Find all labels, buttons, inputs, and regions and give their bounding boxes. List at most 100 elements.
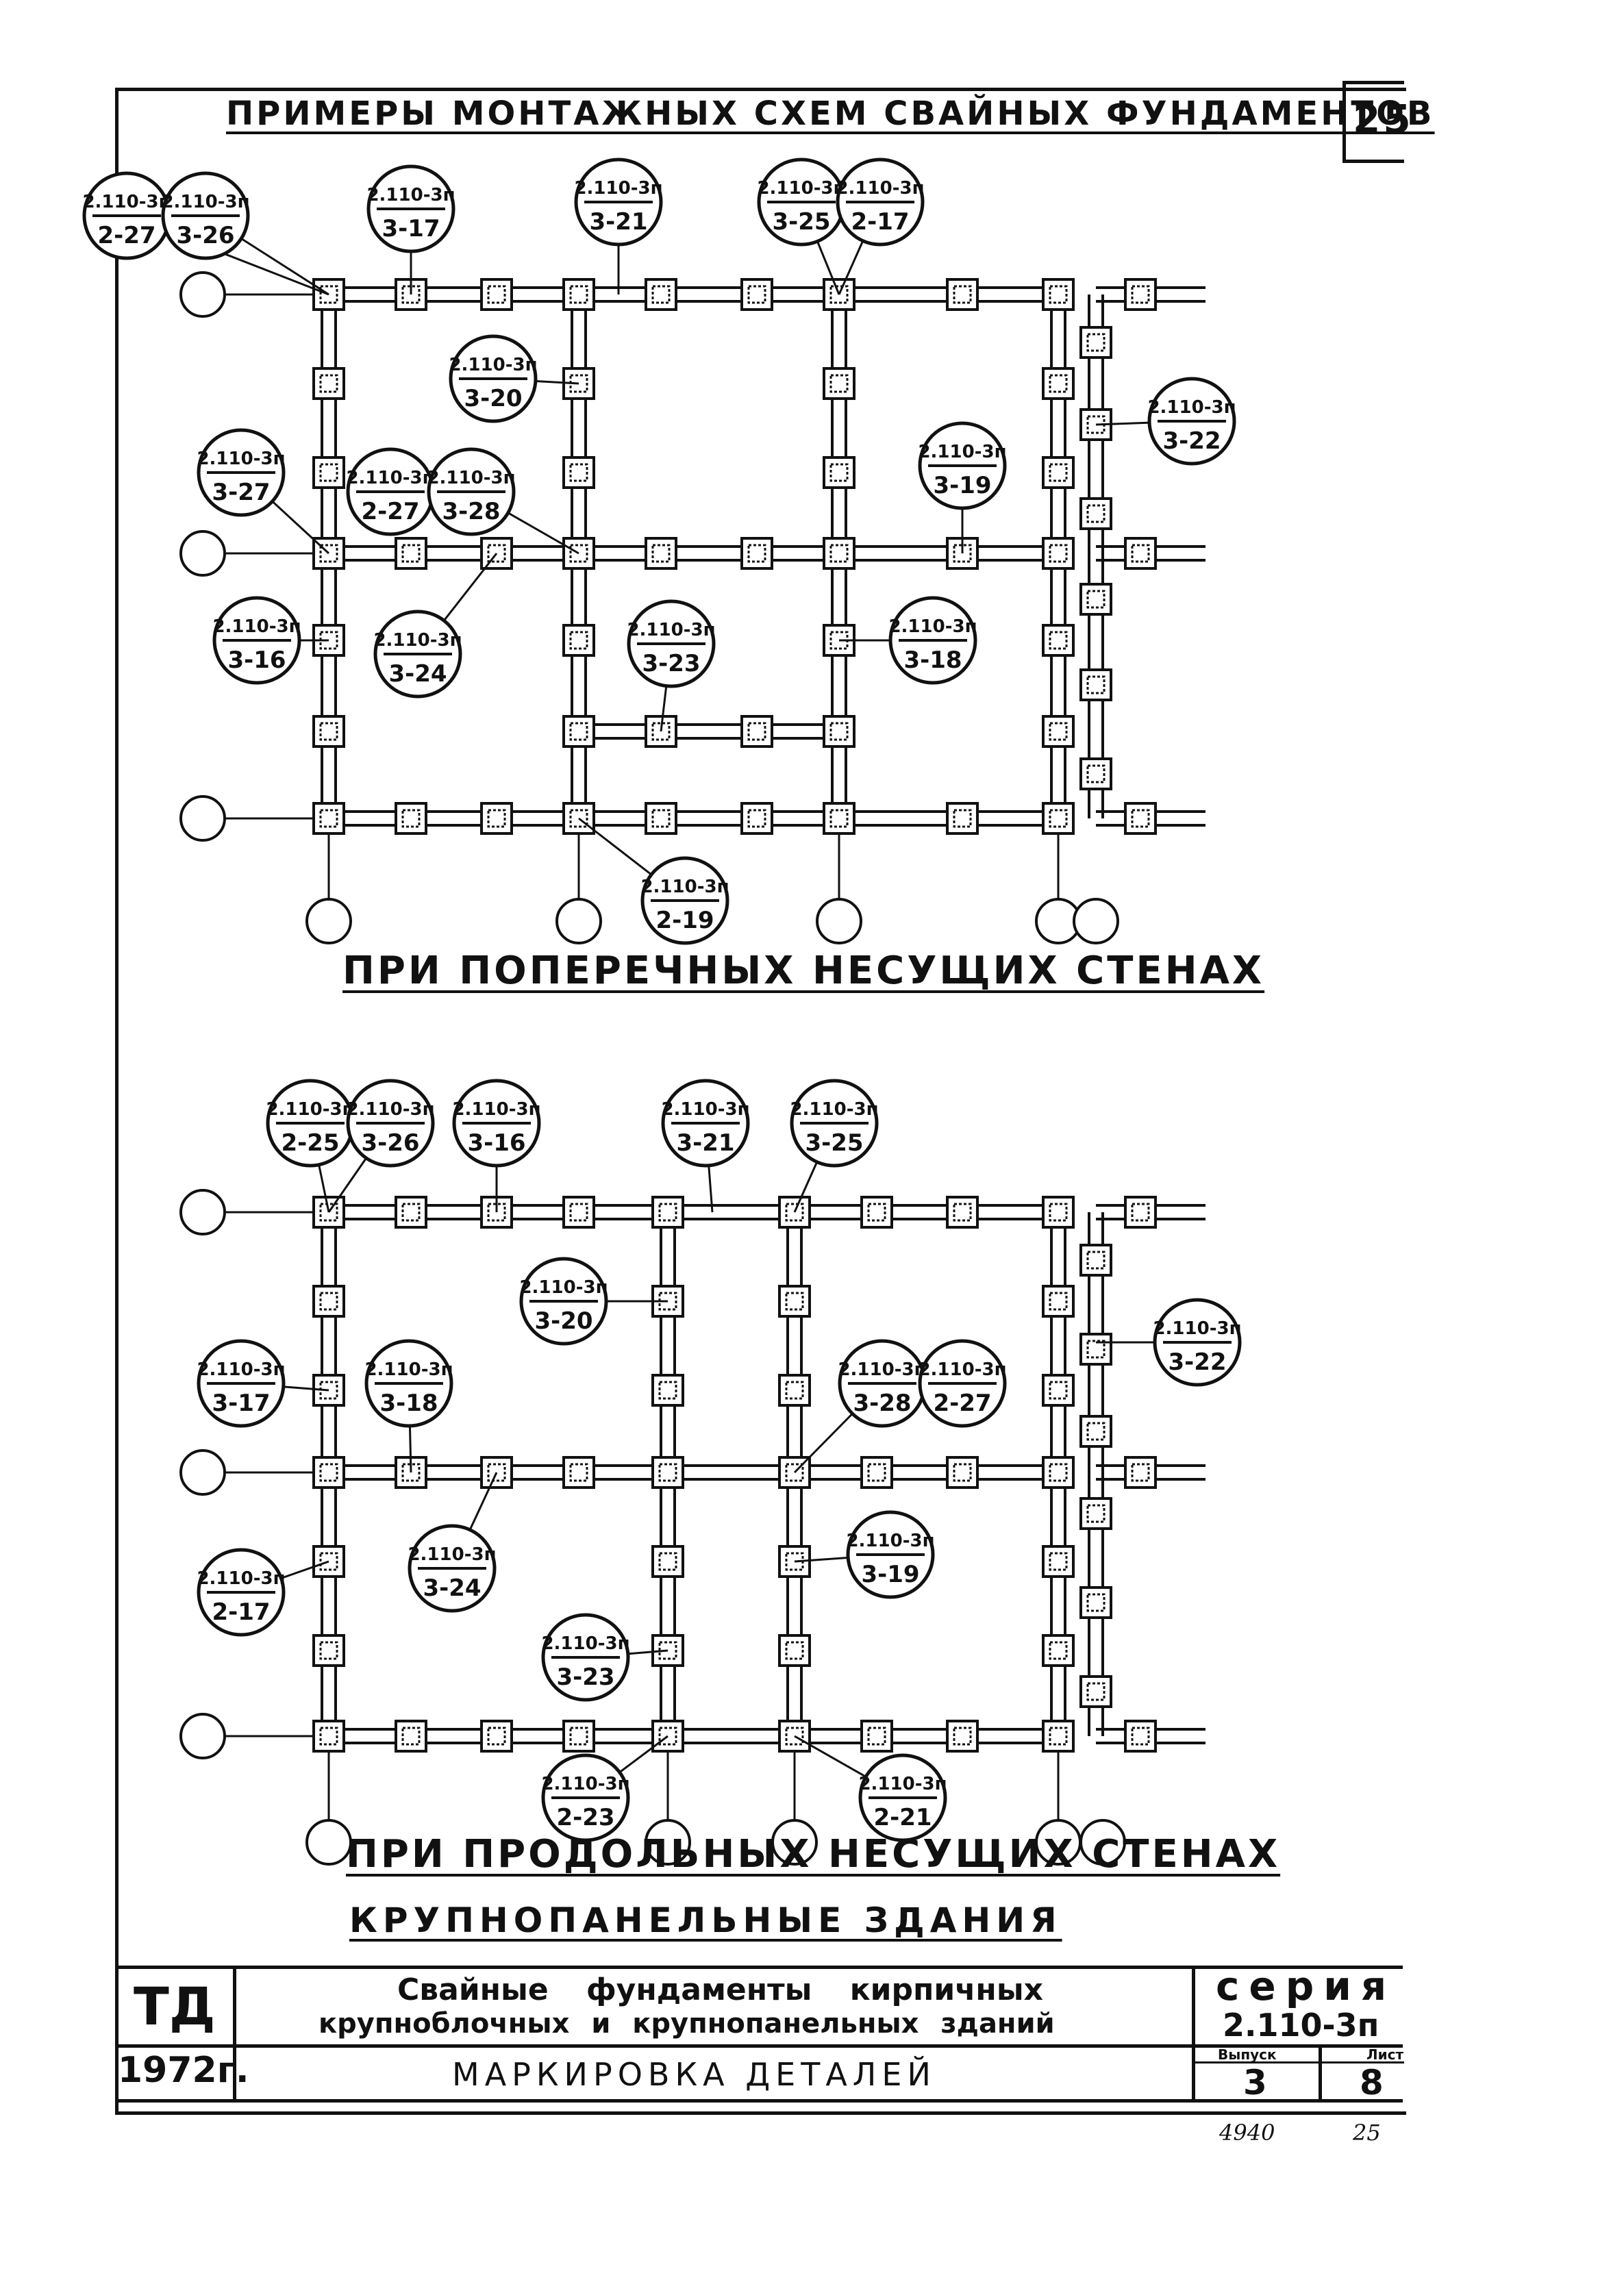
pile-head: [953, 1203, 972, 1222]
detail-marker-code: 3-17: [212, 1390, 270, 1417]
detail-marker-series: 2.110-3п: [846, 1531, 934, 1551]
pile-cap: [823, 367, 855, 400]
pile-head: [1086, 764, 1105, 783]
pile-cap: [860, 1720, 893, 1753]
detail-marker-series: 2.110-3п: [574, 178, 662, 199]
title-block-divider-v3: [1319, 2044, 1322, 2103]
pile-cap: [823, 537, 855, 570]
pile-head: [401, 285, 421, 304]
detail-marker-series: 2.110-3п: [519, 1277, 608, 1298]
detail-marker-code: 3-27: [212, 479, 270, 506]
pile-head: [1086, 590, 1105, 609]
pile-cap: [1042, 715, 1075, 748]
detail-marker-series: 2.110-3п: [888, 616, 977, 637]
pile-cap: [740, 715, 773, 748]
detail-marker-series: 2.110-3п: [366, 185, 455, 205]
pile-head: [829, 463, 849, 482]
pile-head: [569, 809, 588, 828]
detail-marker-series: 2.110-3п: [161, 192, 249, 212]
detail-marker-series: 2.110-3п: [1153, 1318, 1241, 1339]
detail-marker-code: 2-23: [556, 1804, 614, 1831]
pile-cap: [562, 1720, 595, 1753]
detail-marker-code: 3-22: [1162, 427, 1221, 455]
pile-head: [953, 809, 972, 828]
detail-marker-code: 3-26: [176, 222, 234, 249]
pile-cap: [1042, 367, 1075, 400]
pile-head: [953, 285, 972, 304]
pile-cap: [312, 367, 345, 400]
pile-cap: [312, 1285, 345, 1318]
pile-head: [569, 1463, 588, 1482]
detail-marker-series: 2.110-3п: [197, 1359, 285, 1380]
detail-marker-series: 2.110-3п: [197, 1568, 285, 1589]
detail-marker-series: 2.110-3п: [197, 449, 285, 469]
series-label: серия: [1216, 1963, 1397, 2009]
detail-marker-series: 2.110-3п: [1147, 397, 1236, 418]
pile-cap: [562, 715, 595, 748]
pile-head: [1049, 544, 1068, 563]
detail-marker-code: 3-25: [772, 208, 830, 236]
pile-cap: [1042, 624, 1075, 657]
pile-head: [747, 809, 766, 828]
pile-head: [747, 722, 766, 741]
pile-head: [1049, 722, 1068, 741]
pile-cap: [946, 802, 979, 835]
pile-cap: [651, 1545, 684, 1578]
pile-head: [829, 374, 849, 393]
pile-cap: [645, 537, 677, 570]
pile-cap: [1124, 1196, 1157, 1229]
pile-cap: [645, 278, 677, 311]
pile-head: [319, 374, 338, 393]
pile-head: [658, 1463, 677, 1482]
pile-head: [401, 544, 421, 563]
pile-head: [1049, 1552, 1068, 1571]
pile-head: [1049, 1381, 1068, 1400]
detail-marker-series: 2.110-3п: [858, 1774, 947, 1794]
pile-head: [319, 1552, 338, 1571]
pile-cap: [946, 1720, 979, 1753]
pile-cap: [480, 278, 513, 311]
pile-head: [319, 1463, 338, 1482]
detail-marker-code: 3-25: [805, 1129, 863, 1157]
pile-cap: [1042, 537, 1075, 570]
detail-marker-code: 2-21: [873, 1804, 932, 1831]
pile-head: [319, 809, 338, 828]
pile-head: [1086, 675, 1105, 694]
pile-head: [953, 1727, 972, 1746]
pile-head: [658, 1552, 677, 1571]
issue-value: 3: [1243, 2063, 1267, 2103]
detail-marker-code: 3-19: [861, 1561, 919, 1588]
pile-cap: [1042, 1196, 1075, 1229]
pile-cap: [1079, 497, 1112, 530]
detail-marker-code: 2-27: [97, 222, 155, 249]
pile-head: [487, 809, 506, 828]
pile-head: [319, 1641, 338, 1660]
detail-marker-code: 3-17: [382, 215, 440, 242]
detail-marker-code: 3-26: [361, 1129, 419, 1157]
pile-head: [867, 1727, 886, 1746]
detail-marker-code: 3-28: [853, 1390, 911, 1417]
pile-head: [1049, 1203, 1068, 1222]
detail-marker-series: 2.110-3п: [918, 1359, 1006, 1380]
detail-marker-code: 3-22: [1168, 1348, 1226, 1376]
pile-head: [569, 1727, 588, 1746]
pile-head: [1131, 1727, 1150, 1746]
pile-cap: [740, 278, 773, 311]
pile-cap: [1079, 1333, 1112, 1366]
pile-cap: [1042, 456, 1075, 489]
pile-head: [319, 544, 338, 563]
detail-marker-series: 2.110-3п: [427, 468, 515, 488]
axis-bubble: [179, 271, 226, 318]
detail-marker-series: 2.110-3п: [661, 1099, 749, 1120]
pile-head: [487, 1727, 506, 1746]
detail-marker-series: 2.110-3п: [640, 877, 729, 897]
detail-marker-code: 3-16: [227, 647, 286, 674]
title-block-divider-h3: [1192, 2061, 1404, 2063]
pile-head: [401, 1727, 421, 1746]
building-type: КРУПНОПАНЕЛЬНЫЕ ЗДАНИЯ: [349, 1900, 1062, 1940]
pile-cap: [395, 1720, 427, 1753]
pile-head: [1049, 1727, 1068, 1746]
axis-bubble: [645, 1819, 691, 1866]
axis-bubble: [179, 1713, 226, 1759]
pile-head: [1086, 333, 1105, 352]
